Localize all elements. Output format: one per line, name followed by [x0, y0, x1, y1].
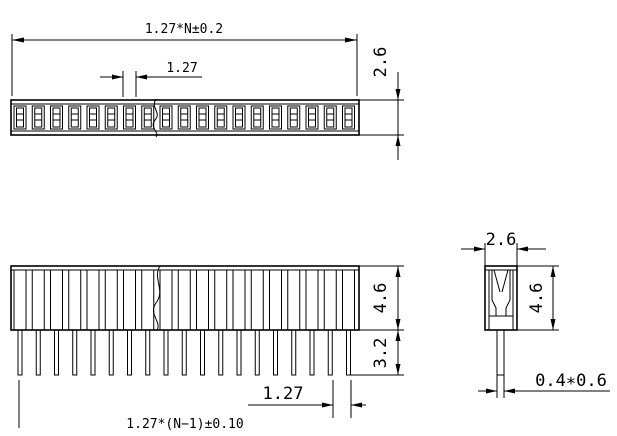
front-contact [159, 270, 173, 330]
front-view-body [10, 265, 360, 331]
pin [108, 329, 114, 376]
front-contact [50, 270, 63, 330]
pin [90, 329, 96, 376]
front-contact [104, 270, 118, 330]
side-height-label: 4.6 [527, 283, 547, 314]
front-pitch-label: 1.27 [263, 384, 304, 404]
pin-size-dimension: 0.4∗0.6 [478, 371, 610, 394]
pin [291, 329, 297, 376]
front-contact [323, 270, 337, 330]
front-contact [123, 270, 136, 330]
pin [254, 329, 260, 376]
top-contact [323, 105, 337, 130]
front-contact [31, 270, 45, 330]
pin [200, 329, 205, 376]
top-contact [269, 105, 282, 130]
pin [327, 329, 333, 376]
top-contact [86, 105, 100, 130]
front-contact [141, 270, 155, 330]
front-span-dimension: 1.27*(N−1)±0.10 [18, 380, 244, 432]
pin [35, 329, 41, 376]
overall-length-dimension: 1.27*N±0.2 [11, 22, 358, 96]
top-contact [159, 105, 173, 130]
top-contact [232, 105, 246, 130]
top-view-contacts [13, 105, 355, 130]
front-contact [177, 270, 191, 330]
top-contact [177, 105, 191, 130]
top-contact [123, 105, 136, 130]
side-view-body [484, 265, 518, 331]
top-contact [31, 105, 45, 130]
top-contact [50, 105, 63, 130]
top-contact [250, 105, 264, 130]
side-width-dimension: 2.6 [461, 230, 546, 266]
front-view: 4.6 3.2 1.27 1.27*(N−1)±0.10 [10, 265, 404, 432]
pin [72, 329, 78, 376]
pin-length-label: 3.2 [371, 338, 391, 369]
front-contact [342, 270, 355, 330]
front-contact [196, 270, 209, 330]
side-view-pin [496, 329, 505, 398]
top-pitch-label: 1.27 [166, 61, 197, 76]
top-view: 1.27*N±0.2 1.27 2.6 [10, 22, 404, 160]
pin-size-label: 0.4∗0.6 [535, 371, 607, 391]
overall-length-label: 1.27*N±0.2 [145, 22, 223, 37]
top-contact [104, 105, 118, 130]
top-contact [287, 105, 301, 130]
top-height-label: 2.6 [371, 47, 391, 78]
front-height-dimensions: 4.6 3.2 [351, 265, 404, 376]
front-contact [13, 270, 27, 330]
top-break-line [152, 98, 158, 138]
top-contact [196, 105, 209, 130]
top-contact [68, 105, 82, 130]
pin [309, 329, 315, 376]
top-contact [141, 105, 155, 130]
front-contact [287, 270, 301, 330]
front-contact [68, 270, 82, 330]
front-pitch-dimension: 1.27 [248, 380, 366, 418]
pin [127, 329, 132, 376]
front-contact [269, 270, 282, 330]
body-height-label: 4.6 [371, 283, 391, 314]
side-height-dimension: 4.6 [517, 265, 559, 331]
side-view: 2.6 4.6 [461, 230, 610, 398]
pin [273, 329, 278, 376]
front-contact [305, 270, 319, 330]
pin [54, 329, 59, 376]
top-contact [214, 105, 228, 130]
side-width-label: 2.6 [486, 230, 517, 250]
front-view-pins [17, 329, 351, 376]
front-contact [86, 270, 100, 330]
pin [17, 329, 23, 376]
top-view-body [10, 99, 360, 136]
front-break-line [152, 265, 161, 331]
front-contact [250, 270, 264, 330]
top-contact [13, 105, 27, 130]
top-contact [342, 105, 355, 130]
front-contact [232, 270, 246, 330]
pin [181, 329, 187, 376]
top-pitch-dimension: 1.27 [100, 61, 202, 97]
front-view-contacts [13, 270, 355, 330]
front-span-label: 1.27*(N−1)±0.10 [126, 417, 243, 432]
pin [346, 329, 351, 376]
pin [218, 329, 224, 376]
pin [163, 329, 169, 376]
pin [145, 329, 151, 376]
top-height-dimension: 2.6 [359, 47, 404, 160]
front-contact [214, 270, 228, 330]
top-contact [305, 105, 319, 130]
pin [236, 329, 242, 376]
